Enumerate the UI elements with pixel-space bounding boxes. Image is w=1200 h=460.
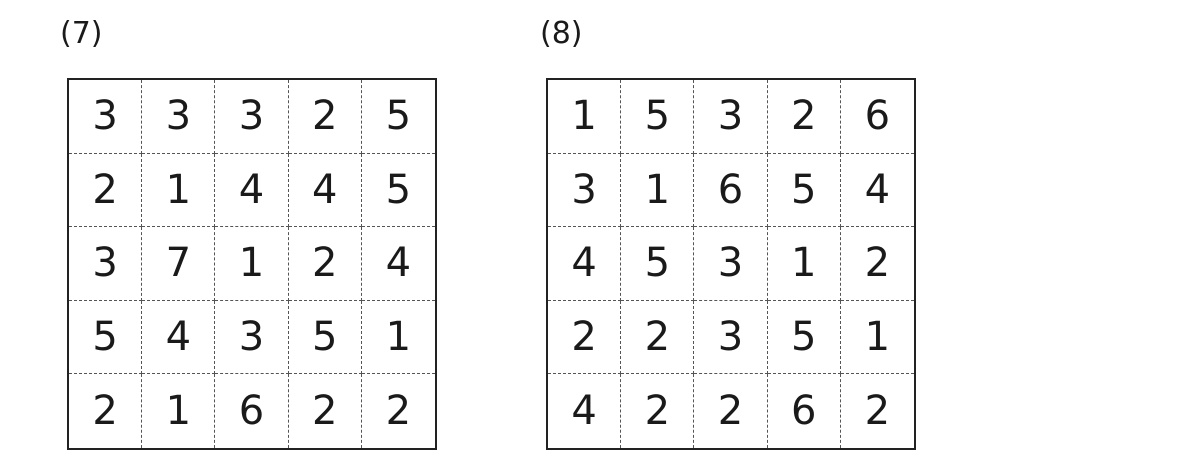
puzzle-7-cell-r2c2: 1 — [142, 153, 216, 228]
puzzle-7-cell-r2c4: 4 — [288, 153, 362, 228]
puzzle-8-cell-r4c3: 3 — [694, 300, 768, 375]
puzzle-8-cell-r1c5: 6 — [840, 80, 914, 154]
puzzle-8-cell-r3c3: 3 — [694, 227, 768, 301]
puzzle-8-cell-r2c4: 5 — [767, 153, 841, 228]
puzzle-7-cell-r1c5: 5 — [361, 80, 435, 154]
puzzle-8-cell-r5c4: 6 — [768, 374, 841, 448]
puzzle-8-cell-r3c4: 1 — [767, 227, 841, 301]
puzzle-8-cell-r1c4: 2 — [767, 80, 841, 154]
puzzle-8-cell-r3c5: 2 — [840, 227, 914, 301]
puzzle-7-cell-r1c3: 3 — [215, 80, 289, 154]
puzzle-7-cell-r4c2: 4 — [142, 300, 216, 375]
puzzle-8-cell-r1c2: 5 — [621, 80, 695, 154]
puzzle-8-label: (8) — [540, 16, 583, 51]
puzzle-8-cell-r5c1: 4 — [548, 374, 622, 448]
puzzle-7-cell-r3c2: 7 — [142, 227, 216, 301]
puzzle-8-cell-r3c1: 4 — [548, 227, 622, 301]
puzzle-7-cell-r1c2: 3 — [142, 80, 216, 154]
puzzle-7-cell-r5c4: 2 — [289, 374, 362, 448]
puzzle-7-cell-r3c3: 1 — [215, 227, 289, 301]
puzzle-8-cell-r4c2: 2 — [621, 300, 695, 375]
puzzle-7-cell-r1c4: 2 — [288, 80, 362, 154]
puzzle-7-cell-r2c5: 5 — [361, 154, 435, 228]
puzzle-7-cell-r3c1: 3 — [69, 227, 143, 301]
puzzle-8-cell-r2c2: 1 — [621, 153, 695, 228]
puzzle-8-cell-r1c3: 3 — [694, 80, 768, 154]
puzzle-7-cell-r5c2: 1 — [142, 374, 216, 448]
puzzle-8-cell-r4c5: 1 — [840, 301, 914, 375]
puzzle-7-cell-r2c3: 4 — [215, 153, 289, 228]
puzzle-7-cell-r5c1: 2 — [69, 374, 143, 448]
puzzle-8-cell-r5c2: 2 — [621, 374, 695, 448]
puzzle-7-cell-r1c1: 3 — [69, 80, 143, 154]
puzzle-7-cell-r4c4: 5 — [288, 300, 362, 375]
puzzle-7-cell-r5c3: 6 — [215, 374, 289, 448]
puzzle-7-cell-r4c3: 3 — [215, 300, 289, 375]
puzzle-8-cell-r4c1: 2 — [548, 300, 622, 375]
puzzle-8-cell-r2c5: 4 — [840, 154, 914, 228]
puzzle-8-cell-r5c3: 2 — [694, 374, 768, 448]
puzzle-8-cell-r2c1: 3 — [548, 153, 622, 228]
puzzle-7-cell-r2c1: 2 — [69, 153, 143, 228]
puzzle-8-cell-r2c3: 6 — [694, 153, 768, 228]
puzzle-8-cell-r5c5: 2 — [864, 388, 891, 435]
puzzle-8-cell-r1c1: 1 — [548, 80, 622, 154]
puzzle-8-cell-r3c2: 5 — [621, 227, 695, 301]
puzzle-7-label: (7) — [60, 16, 103, 51]
puzzle-7-cell-r3c5: 4 — [361, 227, 435, 301]
puzzle-8-cell-r4c4: 5 — [767, 300, 841, 375]
puzzle-7-cell-r5c5: 2 — [385, 388, 412, 435]
puzzle-7-cell-r4c5: 1 — [361, 301, 435, 375]
puzzle-7-cell-r4c1: 5 — [69, 300, 143, 375]
puzzle-7-cell-r3c4: 2 — [288, 227, 362, 301]
